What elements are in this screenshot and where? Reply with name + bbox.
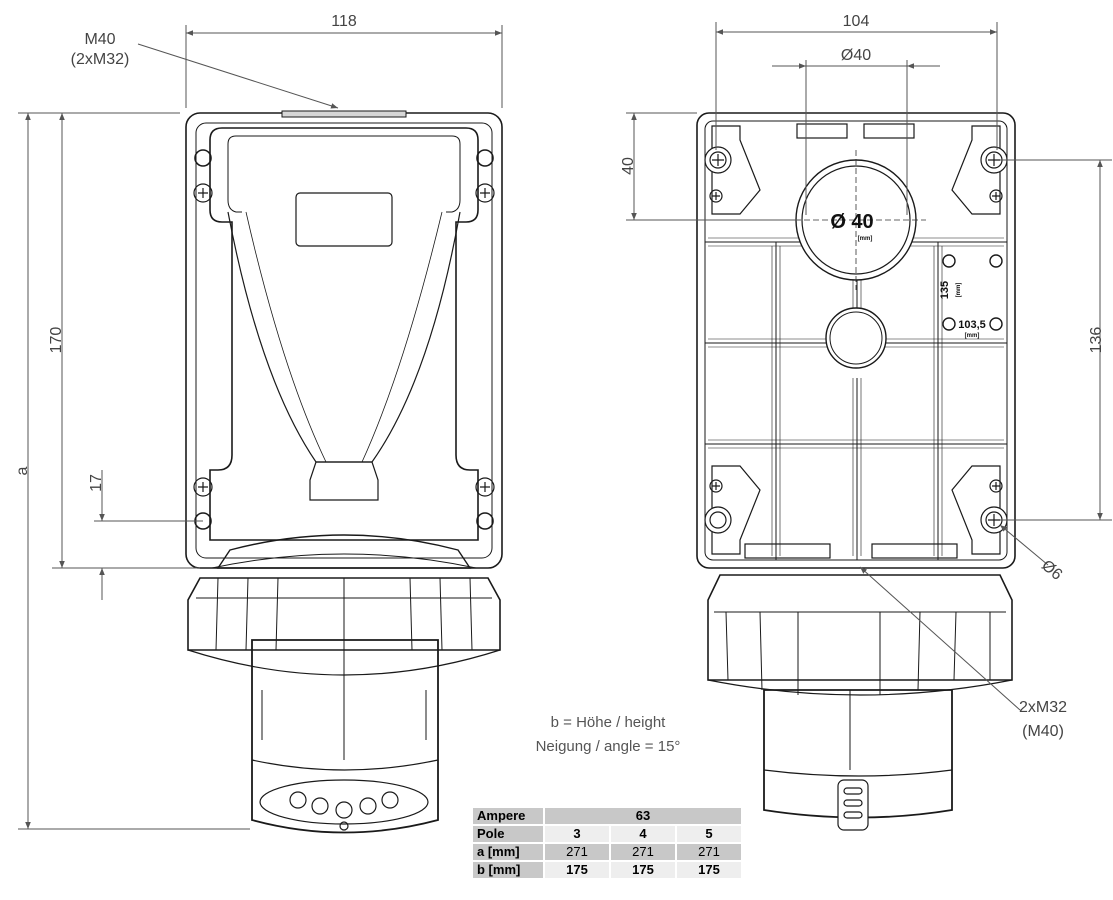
back-corner-mounts: [711, 125, 1001, 555]
plug-body: [251, 639, 439, 834]
plug-collar-top: [216, 534, 472, 569]
table-cell: 3: [545, 826, 609, 842]
mark-135: 135: [939, 281, 951, 299]
table-label-b: b [mm]: [473, 862, 543, 878]
dim-left-offset: 17: [88, 474, 105, 492]
callout-right-entry-2: (M40): [1022, 723, 1064, 740]
callout-left-entry-2: (2xM32): [71, 51, 130, 68]
hole-top-left: [194, 149, 212, 167]
table-row-b: b [mm] 175 175 175: [473, 862, 741, 878]
dim-right-top-offset: 40: [620, 157, 637, 175]
back-plug-ring: [707, 574, 1013, 681]
dimension-lines: [18, 22, 1112, 830]
table-label-a: a [mm]: [473, 844, 543, 860]
table-label-ampere: Ampere: [473, 808, 543, 824]
table-cell: 271: [545, 844, 609, 860]
table-row-ampere: Ampere 63: [473, 808, 741, 824]
hole-bottom-right: [476, 512, 494, 530]
callout-right-entry-1: 2xM32: [1019, 699, 1067, 716]
table-cell: 271: [611, 844, 675, 860]
side-funnel: [227, 211, 461, 463]
table-cell: 175: [677, 862, 741, 878]
callout-left-entry-1: M40: [84, 31, 115, 48]
dim-left-height: 170: [48, 327, 65, 354]
dim-right-height: 136: [1088, 327, 1105, 354]
back-view: [696, 112, 1016, 831]
side-view: [185, 110, 503, 834]
table-ampere-value: 63: [545, 808, 741, 824]
cable-entry-top: [281, 110, 407, 118]
mark-103: 103,5: [958, 319, 986, 331]
table-cell: 175: [545, 862, 609, 878]
side-housing-inner: [195, 122, 493, 559]
dim-right-width: 104: [843, 13, 870, 30]
side-screws: [193, 183, 495, 497]
table-cell: 5: [677, 826, 741, 842]
table-row-a: a [mm] 271 271 271: [473, 844, 741, 860]
mark-center-hole: Ø 40: [830, 211, 873, 233]
mark-center-hole-unit: [mm]: [858, 236, 873, 242]
dim-left-width: 118: [331, 13, 357, 30]
note-height: b = Höhe / height: [551, 714, 667, 731]
side-inner-frame: [209, 127, 479, 541]
plug-latch: [837, 779, 869, 831]
dim-right-screw: Ø6: [1038, 557, 1065, 584]
hole-top-right: [476, 149, 494, 167]
note-angle: Neigung / angle = 15°: [536, 738, 681, 755]
table-cell: 175: [611, 862, 675, 878]
plug-pins: [289, 791, 399, 831]
table-cell: 271: [677, 844, 741, 860]
table-label-pole: Pole: [473, 826, 543, 842]
center-hole-small: [825, 307, 887, 369]
table-cell: 4: [611, 826, 675, 842]
dim-left-total: a: [14, 466, 31, 475]
mark-135-unit: [mm]: [956, 283, 962, 298]
label-plate: [295, 192, 393, 247]
mark-103-unit: [mm]: [965, 333, 980, 339]
dim-right-hole-spacing: Ø40: [841, 47, 871, 64]
spec-table: Ampere 63 Pole 3 4 5 a [mm] 271 271 271 …: [471, 806, 743, 880]
table-row-pole: Pole 3 4 5: [473, 826, 741, 842]
